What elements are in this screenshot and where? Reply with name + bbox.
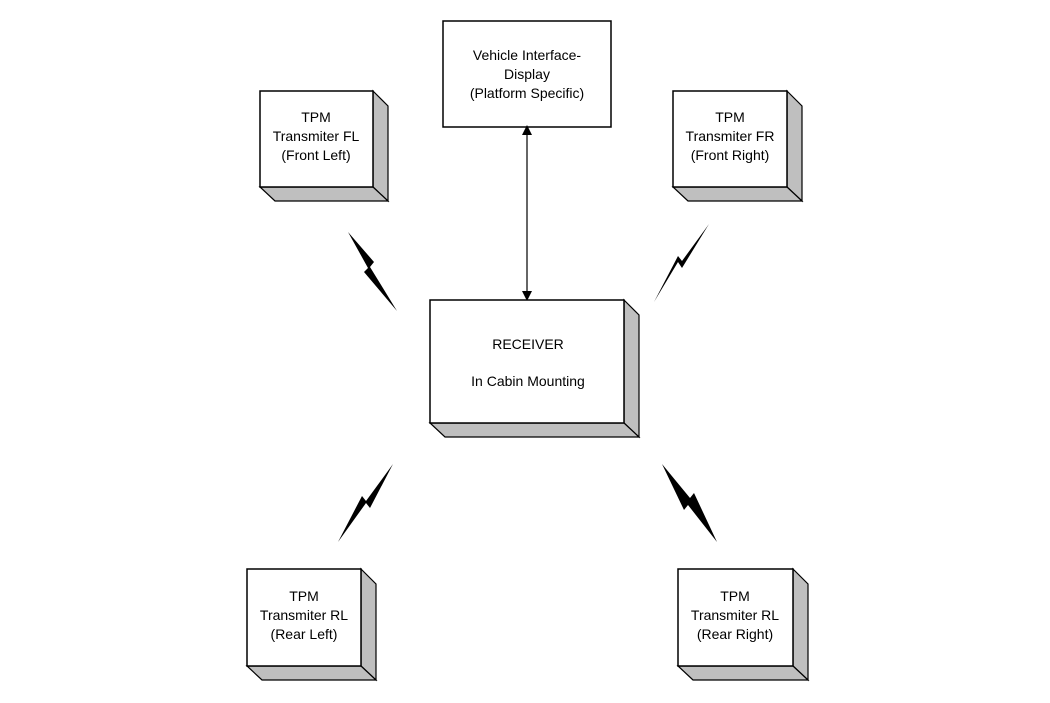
receiver-subtitle: In Cabin Mounting	[471, 373, 585, 389]
transmitter-rl-line1: TPM	[289, 588, 319, 604]
transmitter-fr-line1: TPM	[715, 109, 745, 125]
transmitter-fl-box: TPM Transmiter FL (Front Left)	[258, 89, 390, 203]
display-label-line2: Display	[504, 66, 550, 82]
transmitter-fl-line3: (Front Left)	[281, 147, 350, 163]
wireless-signal-rr-icon	[662, 464, 717, 542]
transmitter-fl-line1: TPM	[301, 109, 331, 125]
wireless-signal-rl-icon	[338, 464, 393, 542]
receiver-title: RECEIVER	[492, 336, 564, 352]
transmitter-fr-line2: Transmiter FR	[686, 128, 775, 144]
display-label-line1: Vehicle Interface-	[473, 47, 582, 63]
wireless-signal-fr-icon	[654, 224, 709, 302]
transmitter-rr-line3: (Rear Right)	[697, 626, 773, 642]
transmitter-fr-line3: (Front Right)	[691, 147, 770, 163]
display-label-line3: (Platform Specific)	[470, 85, 584, 101]
transmitter-rr-box: TPM Transmiter RL (Rear Right)	[676, 567, 810, 682]
transmitter-rl-line3: (Rear Left)	[271, 626, 338, 642]
transmitter-fl-line2: Transmiter FL	[273, 128, 360, 144]
transmitter-rr-line2: Transmiter RL	[691, 607, 779, 623]
transmitter-rl-box: TPM Transmiter RL (Rear Left)	[245, 567, 378, 682]
receiver-box: RECEIVER In Cabin Mounting	[428, 298, 641, 439]
transmitter-rr-line1: TPM	[720, 588, 750, 604]
transmitter-fr-box: TPM Transmiter FR (Front Right)	[671, 89, 804, 203]
wireless-signal-fl-icon	[348, 232, 397, 311]
display-box: Vehicle Interface- Display (Platform Spe…	[442, 20, 612, 128]
transmitter-rl-line2: Transmiter RL	[260, 607, 348, 623]
